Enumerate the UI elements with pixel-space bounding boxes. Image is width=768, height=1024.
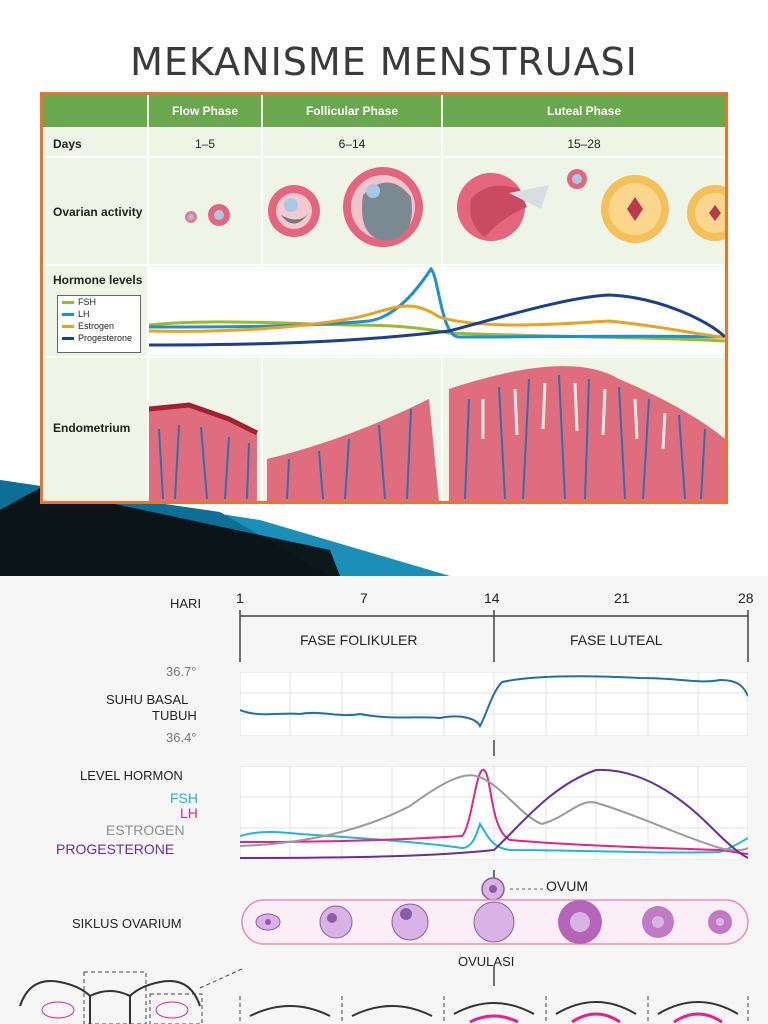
hormone-progesterone-label: PROGESTERONE (56, 841, 175, 857)
header-follicular-phase: Follicular Phase (263, 95, 441, 127)
ovarian-activity-illustration (185, 167, 725, 247)
days-luteal: 15–28 (567, 137, 601, 151)
hormone-level-chart (240, 766, 748, 860)
basal-temperature-chart (240, 672, 748, 736)
progesterone-swatch (62, 336, 74, 340)
ovulasi-label: OVULASI (458, 954, 515, 969)
legend-estrogen-label: Estrogen (78, 321, 115, 331)
legend-progesterone: Progesterone (62, 332, 140, 344)
legend-progesterone-label: Progesterone (78, 333, 133, 343)
temp-high-label: 36.7° (166, 664, 197, 679)
estrogen-swatch (62, 324, 74, 328)
temp-label-line1: SUHU BASAL (106, 692, 189, 707)
hormone-levels-chart (149, 267, 725, 347)
fsh-swatch (62, 300, 74, 304)
endometrium-illustration (149, 366, 725, 501)
cycle-diagram: HARI 1 7 14 21 28 FASE FOLIKULER FASE LU… (0, 576, 768, 1024)
row-label-days: Days (53, 137, 82, 151)
hari-label: HARI (170, 596, 202, 611)
hormone-legend: FSH LH Estrogen Progesterone (57, 295, 141, 353)
legend-lh-label: LH (78, 309, 90, 319)
day-1: 1 (236, 590, 244, 606)
phase-luteal: FASE LUTEAL (570, 632, 663, 648)
phase-follicular: FASE FOLIKULER (300, 632, 418, 648)
day-7: 7 (360, 590, 368, 606)
hormone-title: LEVEL HORMON (80, 768, 183, 783)
temp-label-line2: TUBUH (152, 708, 197, 723)
legend-fsh: FSH (62, 296, 140, 308)
lh-swatch (62, 312, 74, 316)
header-luteal-phase: Luteal Phase (443, 95, 725, 127)
siklus-ovarium-label: SIKLUS OVARIUM (72, 916, 182, 931)
ovum-pointer (510, 888, 544, 890)
row-label-endometrium: Endometrium (53, 421, 131, 435)
legend-fsh-label: FSH (78, 297, 96, 307)
ovarian-cycle-illustration (241, 899, 749, 945)
row-label-ovarian: Ovarian activity (53, 205, 143, 219)
hormone-fsh-label: FSH (170, 790, 198, 806)
cycle-grid-lines (239, 610, 749, 986)
ovum-illustration (481, 877, 505, 901)
days-flow: 1–5 (194, 137, 216, 151)
legend-lh: LH (62, 308, 140, 320)
uterus-illustration (19, 967, 749, 1024)
legend-estrogen: Estrogen (62, 320, 140, 332)
days-follicular: 6–14 (338, 137, 366, 151)
hormone-lh-label: LH (180, 805, 198, 821)
day-14: 14 (484, 590, 500, 606)
hormone-estrogen-label: ESTROGEN (106, 822, 185, 838)
row-label-hormone: Hormone levels (53, 273, 143, 287)
temp-low-label: 36.4° (166, 730, 197, 745)
menstrual-phase-table: Flow Phase Follicular Phase Luteal Phase… (40, 92, 728, 504)
day-21: 21 (614, 590, 630, 606)
decorative-wedge (0, 480, 450, 576)
day-28: 28 (738, 590, 754, 606)
header-blank (43, 95, 147, 127)
ovum-label: OVUM (546, 878, 588, 894)
page-title: MEKANISME MENSTRUASI (130, 40, 638, 84)
header-flow-phase: Flow Phase (149, 95, 261, 127)
